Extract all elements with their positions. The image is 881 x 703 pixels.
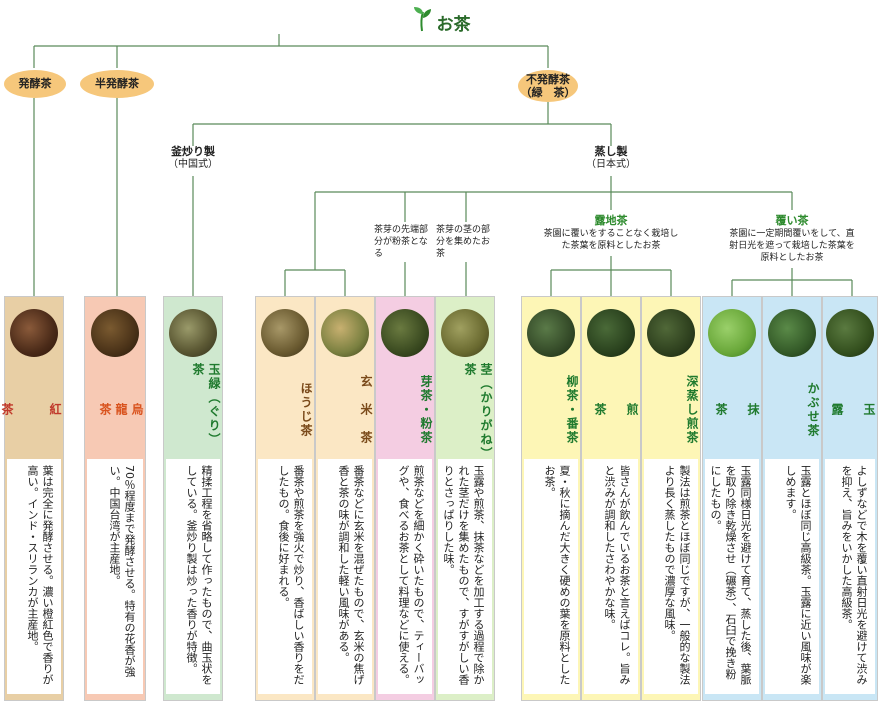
- tea-name: 玉緑（ぐり）茶: [191, 363, 221, 447]
- tea-description: 玉露や煎茶、抹茶などを加工する過程で除かれた茎だけを集めたもので、すがすがしい香…: [438, 459, 492, 694]
- tea-leaf-photo: [587, 309, 635, 357]
- note-mecha: 茶芽の先端部分が粉茶となる: [374, 225, 429, 259]
- tea-description: 精揉工程を省略して作ったもので、曲玉状をしている。釜炒り製は炒った香りが特徴。: [166, 459, 220, 694]
- tea-description: 煎茶などを細かく砕いたもので、ティーバッグや、食べるお茶として料理などに使える。: [378, 459, 432, 694]
- tea-leaf-photo: [10, 309, 58, 357]
- category-hakko: 発酵茶: [4, 70, 66, 98]
- tea-leaf-photo: [768, 309, 816, 357]
- tea-description: 葉は完全に発酵させる。濃い橙紅色で香りが高い。インド・スリランカが主産地。: [7, 459, 61, 694]
- tea-leaf-photo: [441, 309, 489, 357]
- method-kamairi: 釜炒り製 （中国式）: [160, 146, 226, 171]
- tea-leaf-icon: [411, 6, 433, 37]
- tea-name: 抹 茶: [714, 403, 760, 417]
- tea-leaf-photo: [91, 309, 139, 357]
- tea-column-fukamushi: 深蒸し煎茶 製法は煎茶とほぼ同じですが、一般的な製法より長く蒸したもので濃厚な風…: [641, 296, 701, 701]
- tea-leaf-photo: [261, 309, 309, 357]
- tea-column-gyokuro: 玉 露 よしずなどで木を覆い直射日光を避けて渋みを抑え、旨みをいかした高級茶。: [822, 296, 878, 701]
- tea-leaf-photo: [647, 309, 695, 357]
- tea-column-mecha: 芽茶・粉茶 煎茶などを細かく砕いたもので、ティーバッグや、食べるお茶として料理な…: [375, 296, 435, 701]
- tea-name: 茎（かりがね）茶: [463, 363, 493, 455]
- group-roji: 露地茶 茶園に覆いをすることなく栽培した茶葉を原料としたお茶: [540, 212, 682, 252]
- tea-column-kabusecha: かぶせ茶 玉露とほぼ同じ高級茶。玉露に近い風味が楽しめます。: [762, 296, 822, 701]
- tea-column-oolong: 烏 龍 茶 70％程度まで発酵させる。特有の花香が強い。中国台湾が主産地。: [84, 296, 146, 701]
- tea-description: よしずなどで木を覆い直射日光を避けて渋みを抑え、旨みをいかした高級茶。: [825, 459, 875, 694]
- tea-column-matcha: 抹 茶 玉露同様日光を避けて育て、蒸した後、葉脈を取り除き乾燥させ（碾茶）、石臼…: [702, 296, 762, 701]
- tea-column-sencha: 煎 茶 皆さんが飲んでいるお茶と言えばコレ。旨みと渋みが調和したさわやかな味。: [581, 296, 641, 701]
- tea-name: 玉 露: [830, 403, 876, 417]
- tea-column-tamaryokucha: 玉緑（ぐり）茶 精揉工程を省略して作ったもので、曲玉状をしている。釜炒り製は炒っ…: [163, 296, 223, 701]
- tea-leaf-photo: [826, 309, 874, 357]
- tea-description: 番茶などに玄米を混ぜたもので、玄米の焦げ香と茶の味が調和した軽い風味がある。: [318, 459, 372, 694]
- tea-name: 煎 茶: [593, 403, 639, 417]
- tea-name: 紅 茶: [0, 403, 62, 417]
- group-ooi: 覆い茶 茶園に一定期間覆いをして、直射日光を遮って栽培した茶葉を原料としたお茶: [728, 212, 856, 264]
- method-mushi-sub: （日本式）: [586, 159, 636, 170]
- tea-column-kukicha: 茎（かりがね）茶 玉露や煎茶、抹茶などを加工する過程で除かれた茎だけを集めたもの…: [435, 296, 495, 701]
- group-ooi-note: 茶園に一定期間覆いをして、直射日光を遮って栽培した茶葉を原料としたお茶: [729, 229, 855, 263]
- method-kamairi-sub: （中国式）: [168, 159, 218, 170]
- method-mushi-label: 蒸し製: [594, 145, 628, 158]
- tea-leaf-photo: [169, 309, 217, 357]
- tea-description: 製法は煎茶とほぼ同じですが、一般的な製法より長く蒸したもので濃厚な風味。: [644, 459, 698, 694]
- category-fuhakko: 不発酵茶 （緑 茶）: [518, 70, 578, 102]
- root-label: お茶: [436, 15, 471, 35]
- tea-description: 番茶や煎茶を強火で炒り、香ばしい香りをだしたもの。食後に好まれる。: [258, 459, 312, 694]
- tea-name: 柳茶・番茶: [565, 375, 579, 445]
- tea-name: 烏 龍 茶: [98, 403, 144, 417]
- note-kukicha: 茶芽の茎の部分を集めたお茶: [436, 225, 491, 259]
- tea-leaf-photo: [708, 309, 756, 357]
- tea-column-koucha: 紅 茶 葉は完全に発酵させる。濃い橙紅色で香りが高い。インド・スリランカが主産地…: [0, 296, 64, 701]
- tea-name: 玄 米 茶: [359, 375, 373, 445]
- tea-description: 夏・秋に摘んだ大きく硬めの葉を原料としたお茶。: [524, 459, 578, 694]
- method-kamairi-label: 釜炒り製: [171, 145, 215, 158]
- tea-description: 玉露同様日光を避けて育て、蒸した後、葉脈を取り除き乾燥させ（碾茶）、石臼で挽き粉…: [705, 459, 759, 694]
- group-ooi-title: 覆い茶: [775, 214, 809, 227]
- tea-description: 70％程度まで発酵させる。特有の花香が強い。中国台湾が主産地。: [87, 459, 143, 694]
- tea-column-yanagicha: 柳茶・番茶 夏・秋に摘んだ大きく硬めの葉を原料としたお茶。: [521, 296, 581, 701]
- group-roji-title: 露地茶: [594, 214, 628, 227]
- category-hanhakko: 半発酵茶: [80, 70, 154, 98]
- tea-column-houjicha: ほうじ茶 番茶や煎茶を強火で炒り、香ばしい香りをだしたもの。食後に好まれる。: [255, 296, 315, 701]
- tea-column-genmaicha: 玄 米 茶 番茶などに玄米を混ぜたもので、玄米の焦げ香と茶の味が調和した軽い風味…: [315, 296, 375, 701]
- tea-description: 玉露とほぼ同じ高級茶。玉露に近い風味が楽しめます。: [765, 459, 819, 694]
- method-mushi: 蒸し製 （日本式）: [578, 146, 644, 171]
- tea-name: かぶせ茶: [806, 382, 820, 438]
- tea-leaf-photo: [321, 309, 369, 357]
- tea-leaf-photo: [381, 309, 429, 357]
- root-title: お茶: [0, 6, 881, 37]
- tea-description: 皆さんが飲んでいるお茶と言えばコレ。旨みと渋みが調和したさわやかな味。: [584, 459, 638, 694]
- tea-leaf-photo: [527, 309, 575, 357]
- group-roji-note: 茶園に覆いをすることなく栽培した茶葉を原料としたお茶: [543, 229, 679, 251]
- tea-name: ほうじ茶: [299, 382, 313, 438]
- tea-name: 深蒸し煎茶: [685, 375, 699, 445]
- tea-name: 芽茶・粉茶: [419, 375, 433, 445]
